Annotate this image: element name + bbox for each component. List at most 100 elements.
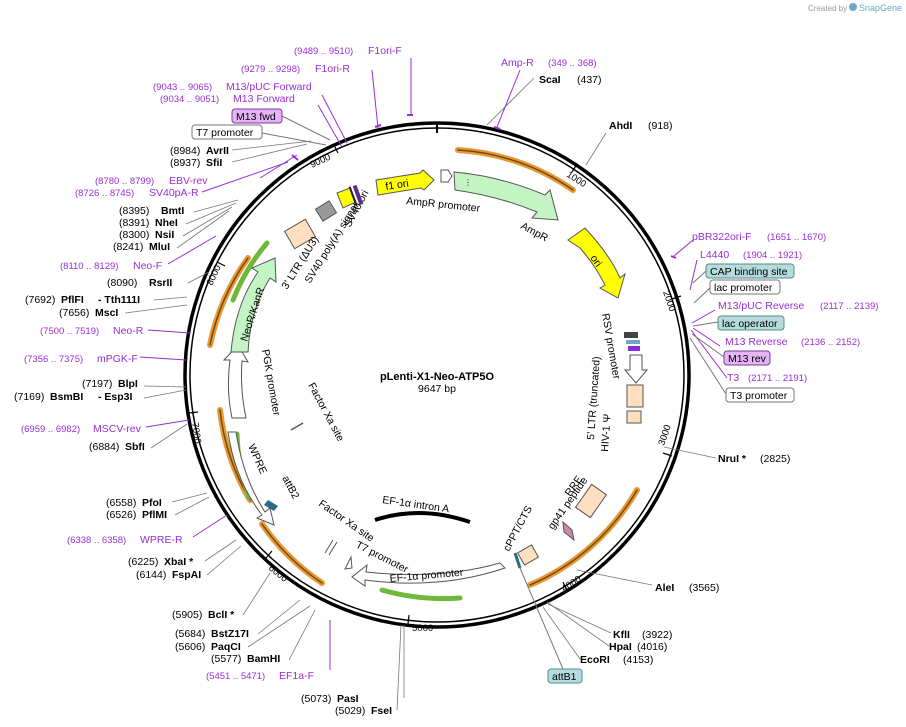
svg-text:⋮: ⋮: [464, 178, 472, 187]
pgk-promoter-arrow: [222, 344, 249, 419]
enzyme-rsrii: RsrII: [149, 277, 172, 289]
ori-label: ori: [588, 253, 605, 269]
rsv-promoter-label: RSV promoter: [599, 312, 622, 380]
svg-text:(437): (437): [577, 74, 602, 86]
svg-text:(6884): (6884): [89, 441, 119, 453]
pgk-label: PGK promoter: [259, 348, 283, 417]
cppt-box: [516, 544, 540, 566]
enzymes-right: ScaI (437) AhdI (918) NruI * (2825) AleI…: [301, 74, 790, 717]
enzyme-bsmbi: BsmBI: [50, 391, 83, 403]
attb1-box: [547, 668, 583, 684]
svg-text:(9279 .. 9298): (9279 .. 9298): [241, 64, 300, 75]
svg-text:(1651 .. 1670): (1651 .. 1670): [767, 232, 826, 243]
svg-text:(7656): (7656): [59, 307, 89, 319]
primer-m13puc-forward: M13/pUC Forward: [226, 81, 312, 93]
ampr-cds-arrow: [453, 171, 559, 221]
primer-l4440: L4440: [700, 249, 729, 261]
enzyme-fsei: FseI: [371, 705, 392, 717]
primer-lines: [139, 58, 728, 670]
enzyme-pasi: PasI: [337, 693, 359, 705]
svg-text:(349 .. 368): (349 .. 368): [548, 58, 597, 69]
tick-3000: 3000: [656, 423, 673, 447]
primer-neo-f: Neo-F: [133, 260, 162, 272]
svg-text:(9034 .. 9051): (9034 .. 9051): [160, 94, 219, 105]
enzyme-bamhi: BamHI: [247, 653, 280, 665]
svg-text:(2117 .. 2139): (2117 .. 2139): [820, 301, 878, 312]
hiv-psi-label: HIV-1 Ψ: [599, 413, 614, 452]
enzyme-ahdi: AhdI: [609, 120, 632, 132]
svg-text:(2171 .. 2191): (2171 .. 2191): [748, 373, 807, 384]
primer-wpre-r: WPRE-R: [140, 534, 183, 546]
svg-text:(8780 .. 8799): (8780 .. 8799): [95, 176, 154, 187]
t3-promoter-box: [725, 387, 795, 403]
cap-site-box: [705, 263, 795, 279]
svg-text:(7169): (7169): [14, 391, 44, 403]
ampr-label: AmpR: [519, 220, 551, 244]
enzyme-mlui: MluI: [149, 241, 170, 253]
orf-arc-green-4: [379, 587, 463, 602]
primer-t3: T3: [727, 372, 739, 384]
svg-text:(5073): (5073): [301, 693, 331, 705]
f1ori-label: f1 ori: [385, 177, 410, 193]
branding-text: Created by: [808, 4, 847, 13]
svg-text:(8395): (8395): [119, 205, 149, 217]
ltr3-box: [283, 218, 317, 250]
svg-text:(2825): (2825): [760, 453, 790, 465]
svg-text:(1904 .. 1921): (1904 .. 1921): [743, 250, 802, 261]
svg-text:(5577): (5577): [211, 653, 241, 665]
branding-app: SnapGene: [859, 3, 902, 13]
svg-text:(4016): (4016): [637, 641, 667, 653]
attb1-label: attB1: [552, 671, 577, 683]
enzyme-paqci: PaqCI: [211, 641, 241, 653]
lac-operator-label: lac operator: [722, 318, 778, 330]
svg-text:(6338 .. 6358): (6338 .. 6358): [67, 535, 126, 546]
ampr-promoter-label: AmpR promoter: [406, 195, 481, 215]
factor-xa-inner-label: Factor Xa site: [305, 381, 346, 444]
sv40pa-box: [314, 200, 338, 222]
enzyme-scai: ScaI: [539, 74, 561, 86]
primer-pbr322ori-f: pBR322ori-F: [692, 231, 752, 243]
t7-promoter-label: T7 promoter: [196, 127, 254, 139]
svg-text:(6144): (6144): [136, 569, 166, 581]
svg-text:(5606): (5606): [175, 641, 205, 653]
ltr5-box: [626, 384, 644, 408]
svg-text:(5451 .. 5471): (5451 .. 5471): [206, 671, 265, 682]
enzyme-alei: AleI: [655, 582, 674, 594]
lac-promoter-label: lac promoter: [714, 282, 773, 294]
svg-text:(918): (918): [648, 120, 673, 132]
svg-text:(8110 .. 8129): (8110 .. 8129): [60, 261, 118, 272]
primer-amp-r: Amp-R: [501, 57, 534, 69]
m13fwd-box: [231, 108, 283, 124]
primer-f1ori-f: F1ori-F: [368, 45, 402, 57]
enzyme-nrui: NruI *: [718, 453, 747, 465]
enzyme-pflfi: PflFI: [61, 294, 84, 306]
primer-m13puc-reverse: M13/pUC Reverse: [718, 300, 805, 312]
enzyme-blpi: BlpI: [118, 378, 138, 390]
t7-promoter-box: [191, 124, 263, 140]
left-enzyme-lines: [124, 140, 316, 661]
svg-text:(8984): (8984): [170, 145, 200, 157]
svg-text:(7356 .. 7375): (7356 .. 7375): [24, 354, 83, 365]
svg-text:(6225): (6225): [128, 556, 158, 568]
m13rev-box: [723, 350, 771, 366]
t3-promoter-label: T3 promoter: [730, 390, 788, 402]
svg-text:(4153): (4153): [623, 654, 653, 666]
primer-ebv-rev: EBV-rev: [169, 175, 208, 187]
f1ori-arrow: [375, 169, 435, 196]
primer-mscv-rev: MSCV-rev: [93, 423, 142, 435]
svg-text:(8391): (8391): [119, 217, 149, 229]
svg-text:(5905): (5905): [172, 609, 202, 621]
svg-text:(6558): (6558): [106, 497, 136, 509]
rsv-promoter-arrow: [623, 354, 649, 384]
svg-text:- Esp3I: - Esp3I: [98, 391, 133, 403]
plasmid-length: 9647 bp: [418, 383, 456, 395]
enzyme-kfli: KflI: [613, 629, 630, 641]
m13fwd-label: M13 fwd: [236, 111, 276, 123]
ef1a-promoter-arrow: [351, 562, 506, 587]
svg-text:(3565): (3565): [689, 582, 719, 594]
right-enzyme-lines: [396, 77, 717, 711]
enzyme-nsii: NsiI: [155, 229, 174, 241]
lac-operator-box: [717, 315, 785, 331]
